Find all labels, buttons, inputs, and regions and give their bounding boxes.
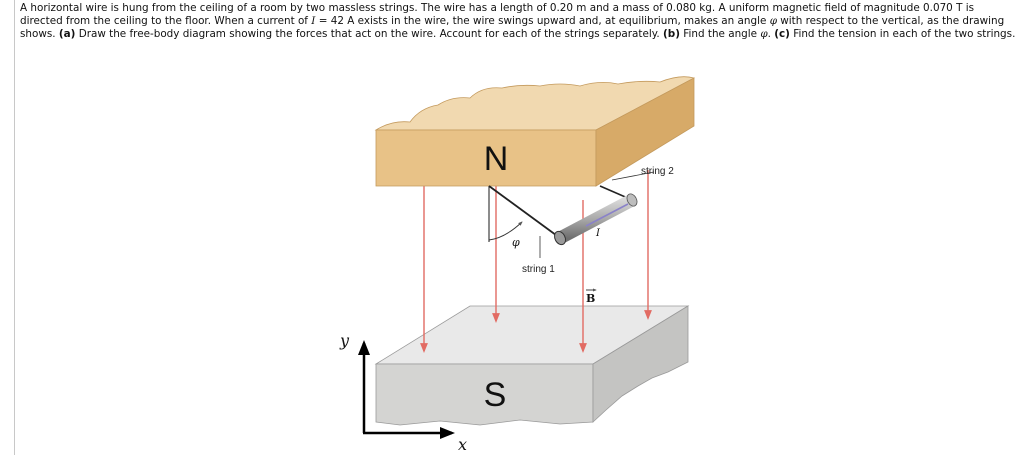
- problem-text-3: with respect to the vertical, as the dra…: [20, 15, 1005, 40]
- angle-symbol-2: φ: [760, 28, 768, 40]
- south-label: S: [484, 376, 507, 414]
- part-c-text: Find the tension in each of the two stri…: [789, 28, 1016, 40]
- current-symbol: I: [311, 15, 316, 27]
- south-magnet-side: [592, 305, 689, 423]
- y-axis-label: y: [339, 331, 350, 350]
- part-b-tag: (b): [663, 28, 680, 40]
- north-label: N: [484, 140, 509, 178]
- wire-end: [626, 193, 638, 207]
- south-magnet: [374, 305, 690, 426]
- part-c-tag: (c): [774, 28, 790, 40]
- current-stripe: [585, 203, 629, 227]
- north-magnet: N: [374, 76, 696, 187]
- field-label: B: [586, 292, 595, 305]
- x-axis-label: x: [458, 435, 467, 454]
- angle-symbol: φ: [769, 15, 777, 27]
- wire-end-near: [553, 230, 567, 246]
- problem-text-1: A horizontal wire is hung from the ceili…: [20, 2, 975, 27]
- phi-label: φ: [512, 236, 520, 249]
- problem-text-2: = 42 A exists in the wire, the wire swin…: [315, 15, 770, 27]
- left-border-rule: [14, 0, 15, 455]
- current-label: I: [595, 228, 601, 239]
- string-1-label: string 1: [522, 264, 555, 275]
- part-b-end: .: [767, 28, 775, 40]
- string-2-leader: [611, 171, 655, 181]
- wire: [553, 193, 638, 246]
- north-magnet-side: [595, 77, 695, 187]
- coordinate-axes: y x: [339, 331, 467, 454]
- problem-statement: A horizontal wire is hung from the ceili…: [20, 2, 1016, 41]
- string-2-label: string 2: [641, 166, 674, 177]
- north-magnet-top: [374, 76, 696, 131]
- phi-angle-arc: [488, 221, 523, 241]
- part-a-text: Draw the free-body diagram showing the f…: [75, 28, 664, 40]
- part-a-tag: (a): [58, 28, 76, 40]
- part-b-text: Find the angle: [679, 28, 761, 40]
- string-1: [488, 185, 561, 239]
